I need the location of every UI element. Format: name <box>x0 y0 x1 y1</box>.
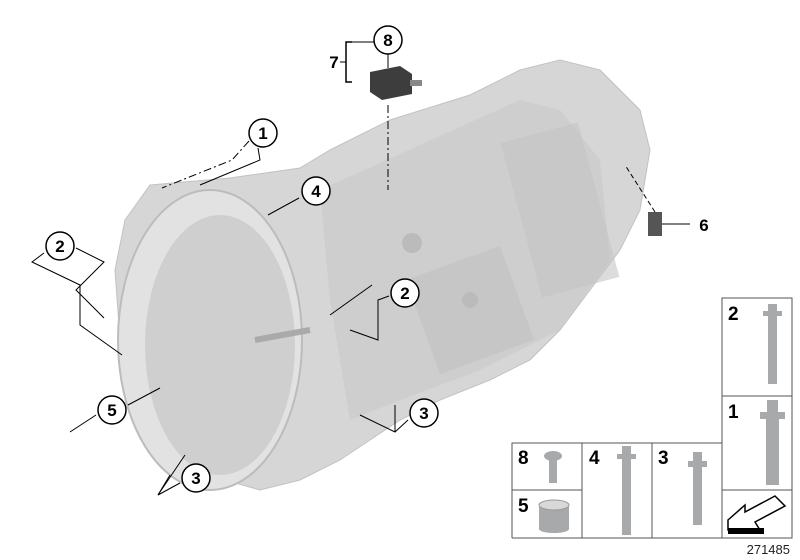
callout-6[interactable]: 6 <box>699 216 708 235</box>
callout-label: 8 <box>383 31 392 50</box>
parts-table-cell-4[interactable]: 4 <box>589 446 636 535</box>
screw-8-icon <box>544 451 562 483</box>
callout-label: 2 <box>55 237 64 256</box>
callout-7[interactable]: 7 <box>329 53 338 72</box>
cell-label: 1 <box>728 402 739 423</box>
callout-label: 4 <box>311 182 321 201</box>
callout-3-right[interactable]: 3 <box>409 398 439 428</box>
parts-table-cell-3[interactable]: 3 <box>658 448 707 525</box>
switch-part <box>340 41 422 190</box>
callout-label: 3 <box>191 469 200 488</box>
callout-8[interactable]: 8 <box>373 25 403 55</box>
parts-table-cell-5[interactable]: 5 <box>518 496 570 533</box>
callout-1[interactable]: 1 <box>248 118 278 148</box>
sensor-part <box>624 164 690 236</box>
leader-lines <box>31 140 409 496</box>
cell-label: 3 <box>658 448 669 469</box>
gearbox-housing <box>114 59 651 491</box>
bolt-2-icon <box>763 304 782 384</box>
callout-4[interactable]: 4 <box>301 176 331 206</box>
parts-table-cell-arrow[interactable] <box>727 495 787 534</box>
callout-2-right[interactable]: 2 <box>390 278 420 308</box>
callout-label: 2 <box>400 284 409 303</box>
callout-label: 3 <box>419 404 428 423</box>
bolt-1-icon <box>760 400 785 485</box>
callout-3-bottom[interactable]: 3 <box>181 463 211 493</box>
cell-label: 8 <box>518 448 529 469</box>
bolt-3-icon <box>688 452 707 525</box>
callout-5[interactable]: 5 <box>97 395 127 425</box>
bolt-4-icon <box>617 446 636 535</box>
sleeve-5-icon <box>538 499 570 533</box>
callout-label: 5 <box>107 401 116 420</box>
cell-label: 5 <box>518 496 529 517</box>
direction-arrow-icon <box>727 495 787 534</box>
parts-table-cell-1[interactable]: 1 <box>728 400 785 485</box>
parts-table-cell-8[interactable]: 8 <box>518 448 562 483</box>
callout-2-left[interactable]: 2 <box>45 231 75 261</box>
cell-label: 4 <box>589 448 600 469</box>
parts-table-cell-2[interactable]: 2 <box>728 304 782 384</box>
cell-label: 2 <box>728 304 739 325</box>
parts-table <box>511 297 793 539</box>
diagram-reference-number: 271485 <box>747 542 790 557</box>
callout-label: 1 <box>258 124 267 143</box>
